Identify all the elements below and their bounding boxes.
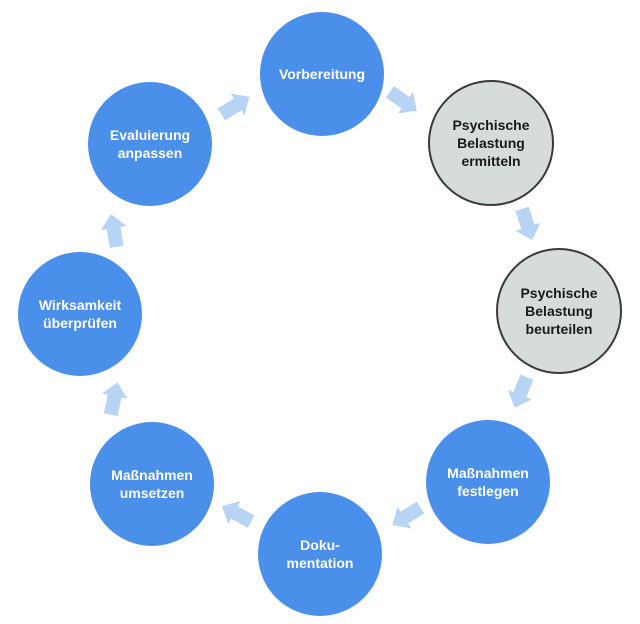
step-vorbereitung-label: Vorbereitung <box>278 66 366 82</box>
arrow-right-icon <box>217 93 250 121</box>
step-belastung-ermitteln-label: Psychische Belastung ermitteln <box>452 117 530 169</box>
step-massnahmen-umsetzen-label: Maßnahmen umsetzen <box>111 467 193 501</box>
step-belastung-beurteilen-label: Psychische Belastung beurteilen <box>520 285 598 337</box>
step-massnahmen-festlegen-label: Maßnahmen festlegen <box>447 465 529 499</box>
arrow-right-icon <box>515 206 541 241</box>
arrow-right-icon <box>100 214 127 248</box>
step-massnahmen-umsetzen: Maßnahmen umsetzen <box>90 422 214 546</box>
step-dokumentation-label: Doku- mentation <box>286 537 354 571</box>
arrow-right-icon <box>385 86 417 114</box>
arrow-right-icon <box>221 501 255 528</box>
step-wirksamkeit-ueberpruefen: Wirksamkeit überprüfen <box>18 252 142 376</box>
step-belastung-beurteilen: Psychische Belastung beurteilen <box>496 248 622 374</box>
step-belastung-ermitteln: Psychische Belastung ermitteln <box>428 80 554 206</box>
arrow-right-icon <box>392 501 425 529</box>
step-evaluierung-anpassen-label: Evaluierung anpassen <box>109 127 191 161</box>
step-vorbereitung: Vorbereitung <box>260 12 384 136</box>
step-evaluierung-anpassen: Evaluierung anpassen <box>88 82 212 206</box>
step-wirksamkeit-ueberpruefen-label: Wirksamkeit überprüfen <box>38 297 122 331</box>
arrow-right-icon <box>101 382 128 417</box>
arrow-right-icon <box>507 374 534 408</box>
step-massnahmen-festlegen: Maßnahmen festlegen <box>426 420 550 544</box>
step-dokumentation: Doku- mentation <box>258 492 382 616</box>
